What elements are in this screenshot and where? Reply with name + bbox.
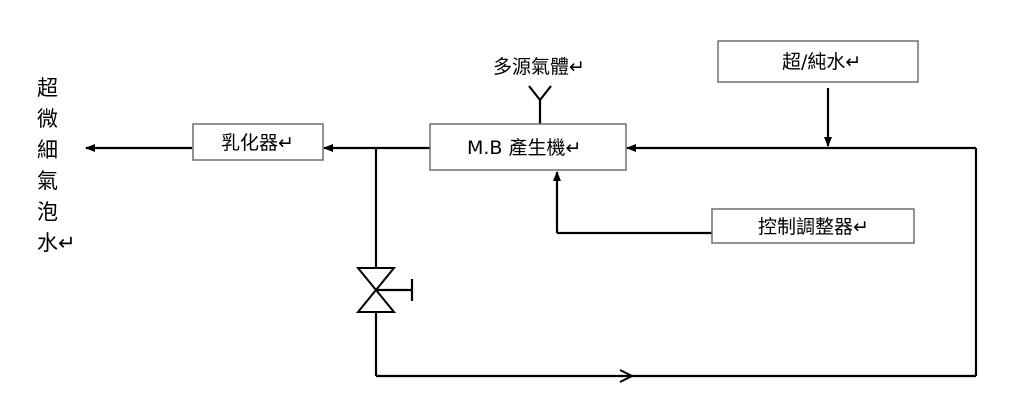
emulsifier-label: 乳化器↵ xyxy=(221,132,294,154)
mb-generator-box: M.B 產生機↵ xyxy=(429,123,627,171)
output-label-char-6: 水↵ xyxy=(37,231,76,255)
output-label-vertical: 超 微 細 氣 泡 水↵ xyxy=(37,76,76,255)
emulsifier-box: 乳化器↵ xyxy=(192,123,324,161)
gas-inlet-icon xyxy=(528,85,552,124)
valve-icon xyxy=(355,267,414,313)
mb-generator-label: M.B 產生機↵ xyxy=(467,137,581,159)
output-label-char-4: 氣 xyxy=(37,169,58,193)
pure-water-label: 超/純水↵ xyxy=(782,51,861,73)
recirculation-flow-arrowhead xyxy=(619,369,635,383)
pure-water-box: 超/純水↵ xyxy=(717,40,919,83)
controller-box: 控制調整器↵ xyxy=(711,208,915,244)
controller-label: 控制調整器↵ xyxy=(758,216,869,238)
gas-source-label: 多源氣體↵ xyxy=(493,56,585,78)
output-label-char-5: 泡 xyxy=(37,200,58,224)
output-label-char-2: 微 xyxy=(37,107,58,131)
output-label-char-1: 超 xyxy=(37,76,58,100)
output-label-char-3: 細 xyxy=(37,138,58,162)
